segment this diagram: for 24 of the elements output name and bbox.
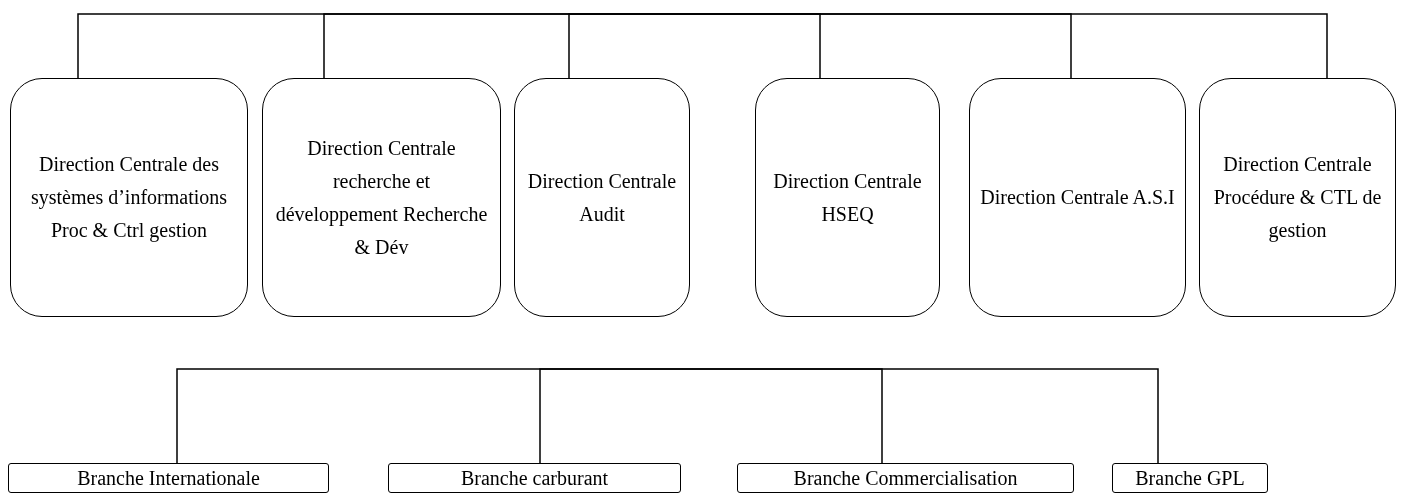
box-label: Branche Internationale xyxy=(77,465,260,491)
box-label: Branche Commercialisation xyxy=(793,465,1018,491)
rounded-box xyxy=(262,78,501,317)
box xyxy=(388,463,681,493)
box xyxy=(8,463,329,493)
connector-line xyxy=(568,13,703,79)
box-label: Branche GPL xyxy=(1135,465,1245,491)
box-label: Direction Centrale recherche et développement Recherche & Dév xyxy=(274,135,489,260)
rounded-box xyxy=(10,78,248,317)
box xyxy=(737,463,1074,493)
box-label: Branche carburant xyxy=(460,465,609,491)
box-label: Direction Centrale HSEQ xyxy=(772,168,923,227)
box-label: Direction Centrale des systèmes d’informations Proc & Ctrl gestion xyxy=(29,152,229,244)
connector-line xyxy=(666,368,1159,464)
connector-line xyxy=(701,13,1328,79)
box xyxy=(1112,463,1268,493)
rounded-box xyxy=(969,78,1186,317)
box-label: Direction Centrale A.S.I xyxy=(980,185,1175,210)
box-label: Direction Centrale Procédure & CTL de gestion xyxy=(1212,152,1383,244)
rounded-box xyxy=(1199,78,1396,317)
box-label: Direction Centrale Audit xyxy=(526,168,678,227)
connector-line xyxy=(539,368,668,464)
rounded-box xyxy=(514,78,690,317)
rounded-box xyxy=(755,78,940,317)
